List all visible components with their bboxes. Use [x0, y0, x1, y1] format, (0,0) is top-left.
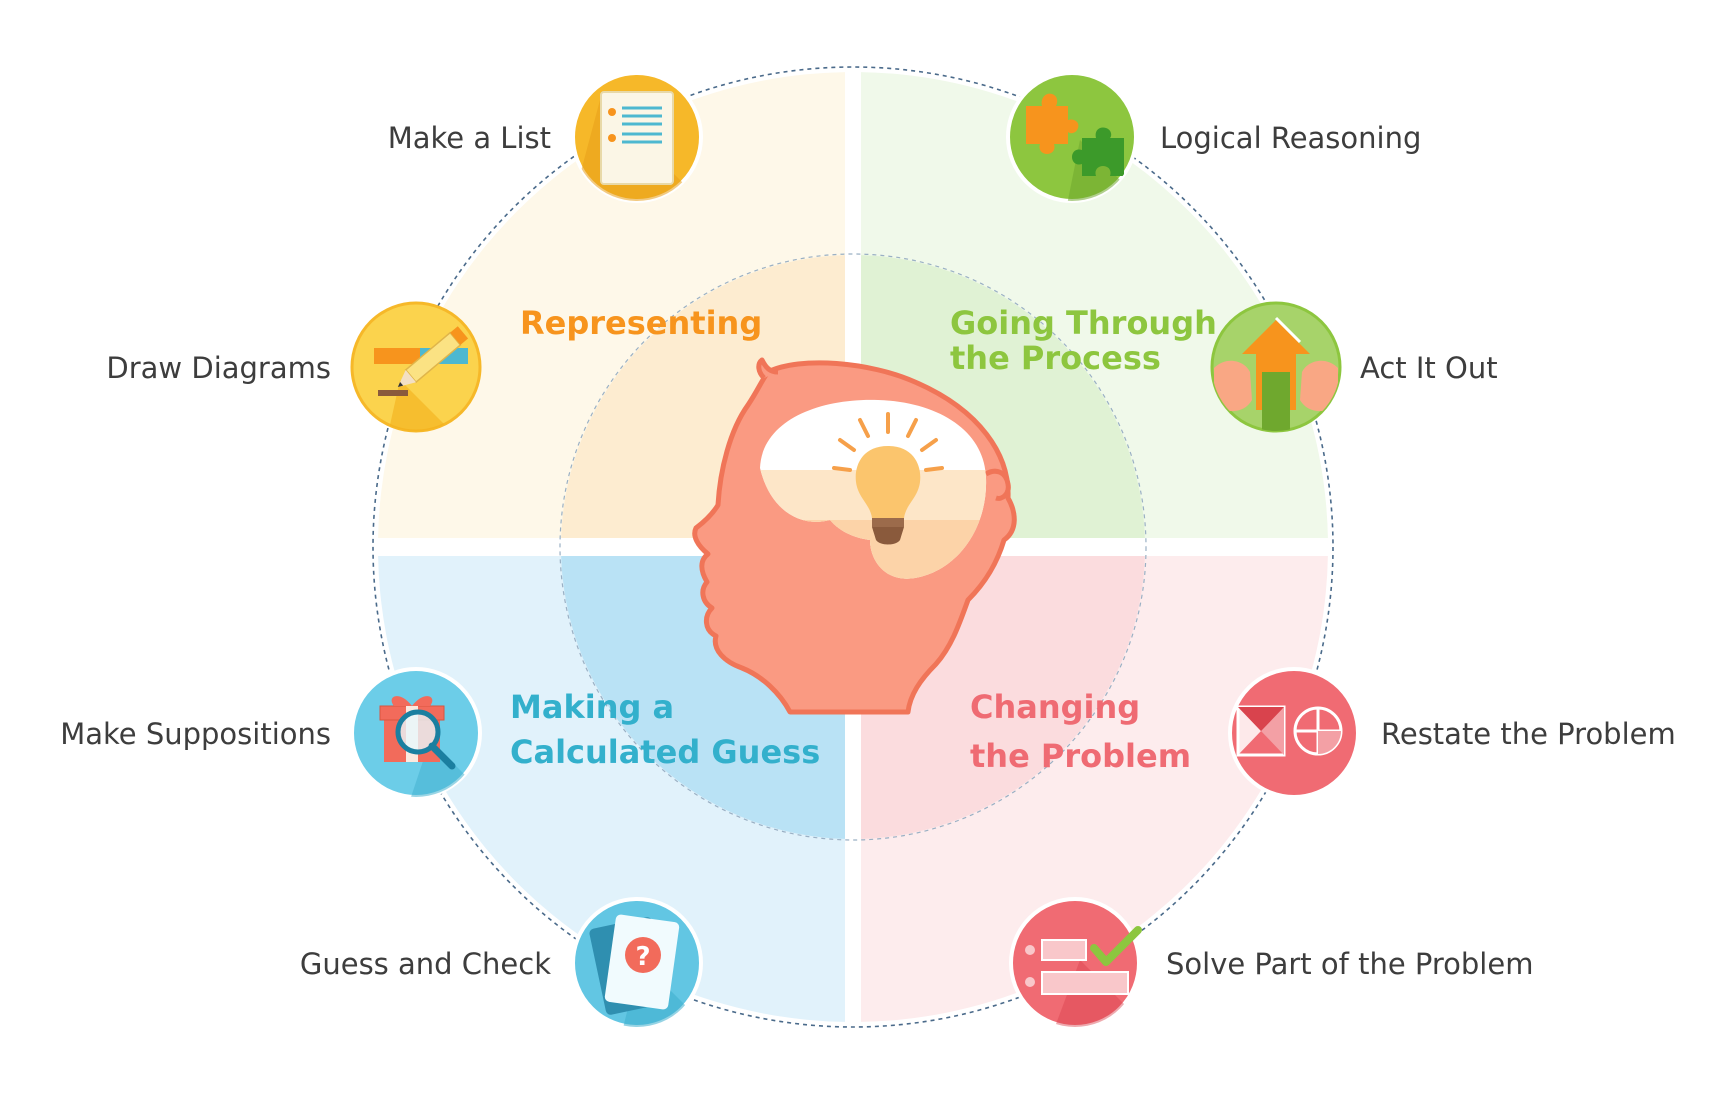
strategy-guess-and-check-label: Guess and Check: [300, 947, 551, 981]
category-changing-title: Changing the Problem: [970, 688, 1191, 775]
list-document-icon: [571, 71, 703, 203]
category-process-line-2: the Process: [950, 339, 1161, 377]
strategy-restate-problem-label: Restate the Problem: [1381, 717, 1676, 751]
category-representing-title: Representing: [520, 304, 762, 342]
strategy-solve-part-label: Solve Part of the Problem: [1166, 947, 1533, 981]
outer-dashed-ring: [372, 66, 1334, 1028]
pencil-diagram-icon: [350, 301, 482, 433]
question-card-icon: ?: [571, 897, 703, 1029]
inner-dashed-ring: [559, 253, 1147, 841]
strategy-make-a-list-label: Make a List: [388, 121, 551, 155]
strategy-logical-reasoning-label: Logical Reasoning: [1160, 121, 1421, 155]
puzzle-pieces-icon: [1006, 71, 1138, 203]
category-guess-line-1: Making a: [510, 688, 674, 726]
strategy-act-it-out-label: Act It Out: [1360, 351, 1498, 385]
question-mark-glyph: ?: [635, 942, 650, 972]
head-lightbulb-icon: [692, 357, 1017, 715]
category-guess-title: Making a Calculated Guess: [510, 688, 820, 771]
category-changing-line-1: Changing: [970, 688, 1140, 726]
category-process-title: Going Through the Process: [950, 304, 1228, 377]
category-changing-line-2: the Problem: [970, 737, 1191, 775]
category-process-line-1: Going Through: [950, 304, 1217, 342]
shapes-icon: [1228, 667, 1360, 799]
gift-magnifier-icon: [350, 667, 482, 799]
hands-house-icon: [1210, 301, 1342, 433]
lightbulb-icon: [832, 412, 944, 545]
strategy-make-suppositions-label: Make Suppositions: [60, 717, 331, 751]
category-guess-line-2: Calculated Guess: [510, 733, 820, 771]
strategy-draw-diagrams-label: Draw Diagrams: [106, 351, 331, 385]
